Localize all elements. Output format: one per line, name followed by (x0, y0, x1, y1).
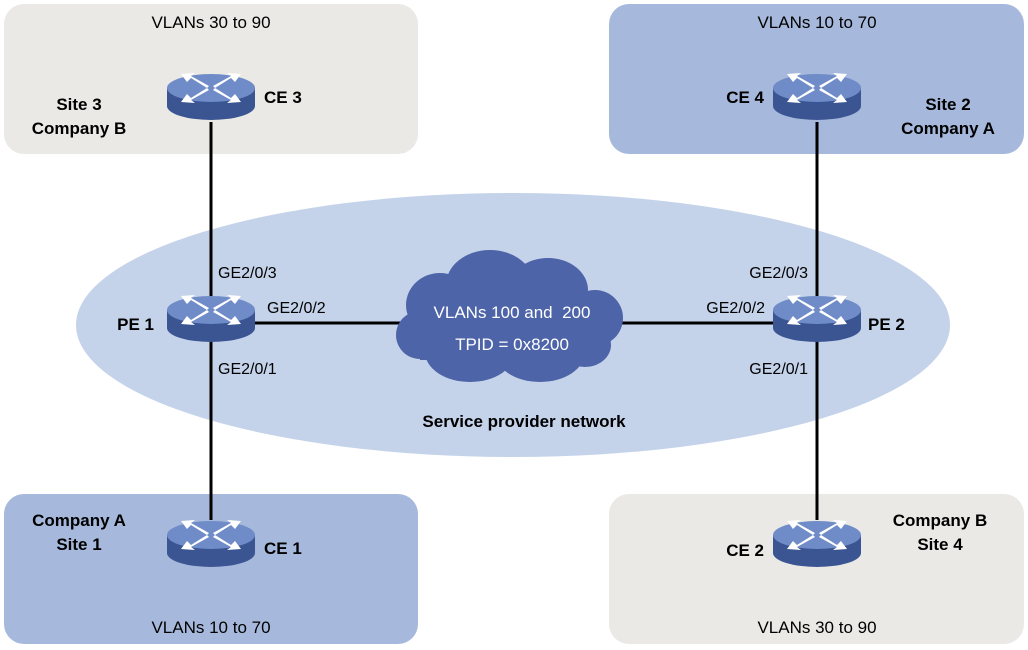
router-icon-pe2[interactable] (773, 295, 861, 342)
site3-name-line2: Company B (32, 119, 126, 138)
router-icon-ce4[interactable] (773, 73, 861, 120)
pe2-port-down: GE2/0/1 (749, 361, 808, 378)
ce2-label: CE 2 (726, 541, 764, 560)
links (209, 122, 819, 520)
pe2-label: PE 2 (868, 315, 905, 334)
cloud-line1: VLANs 100 and 200 (434, 303, 591, 322)
router-icon-ce1[interactable] (167, 520, 255, 567)
site2-name-line1: Site 2 (925, 95, 970, 114)
pe2-port-left: GE2/0/2 (706, 300, 765, 317)
pe1-port-up: GE2/0/3 (218, 265, 277, 282)
site1-name-line1: Company A (32, 511, 126, 530)
site2-name-line2: Company A (901, 119, 995, 138)
site4-name-line1: Company B (893, 511, 987, 530)
ce4-label: CE 4 (726, 88, 764, 107)
provider-network-label: Service provider network (422, 412, 626, 431)
site1-name-line2: Site 1 (56, 535, 101, 554)
site4-vlans: VLANs 30 to 90 (757, 618, 876, 637)
router-icon-ce3[interactable] (167, 73, 255, 120)
cloud-line2: TPID = 0x8200 (455, 335, 569, 354)
site3-vlans: VLANs 30 to 90 (151, 13, 270, 32)
ce1-label: CE 1 (264, 539, 302, 558)
ce3-label: CE 3 (264, 88, 302, 107)
pe2-port-up: GE2/0/3 (749, 265, 808, 282)
pe1-port-right: GE2/0/2 (267, 300, 326, 317)
pe1-label: PE 1 (117, 315, 154, 334)
router-icon-ce2[interactable] (773, 520, 861, 567)
site1-vlans: VLANs 10 to 70 (151, 618, 270, 637)
site4-name-line2: Site 4 (917, 535, 963, 554)
site4-area (609, 494, 1024, 644)
site2-vlans: VLANs 10 to 70 (757, 13, 876, 32)
provider-cloud (396, 250, 623, 382)
router-icon-pe1[interactable] (167, 295, 255, 342)
site1-area (4, 494, 418, 644)
pe1-port-down: GE2/0/1 (218, 361, 277, 378)
site3-name-line1: Site 3 (56, 95, 101, 114)
